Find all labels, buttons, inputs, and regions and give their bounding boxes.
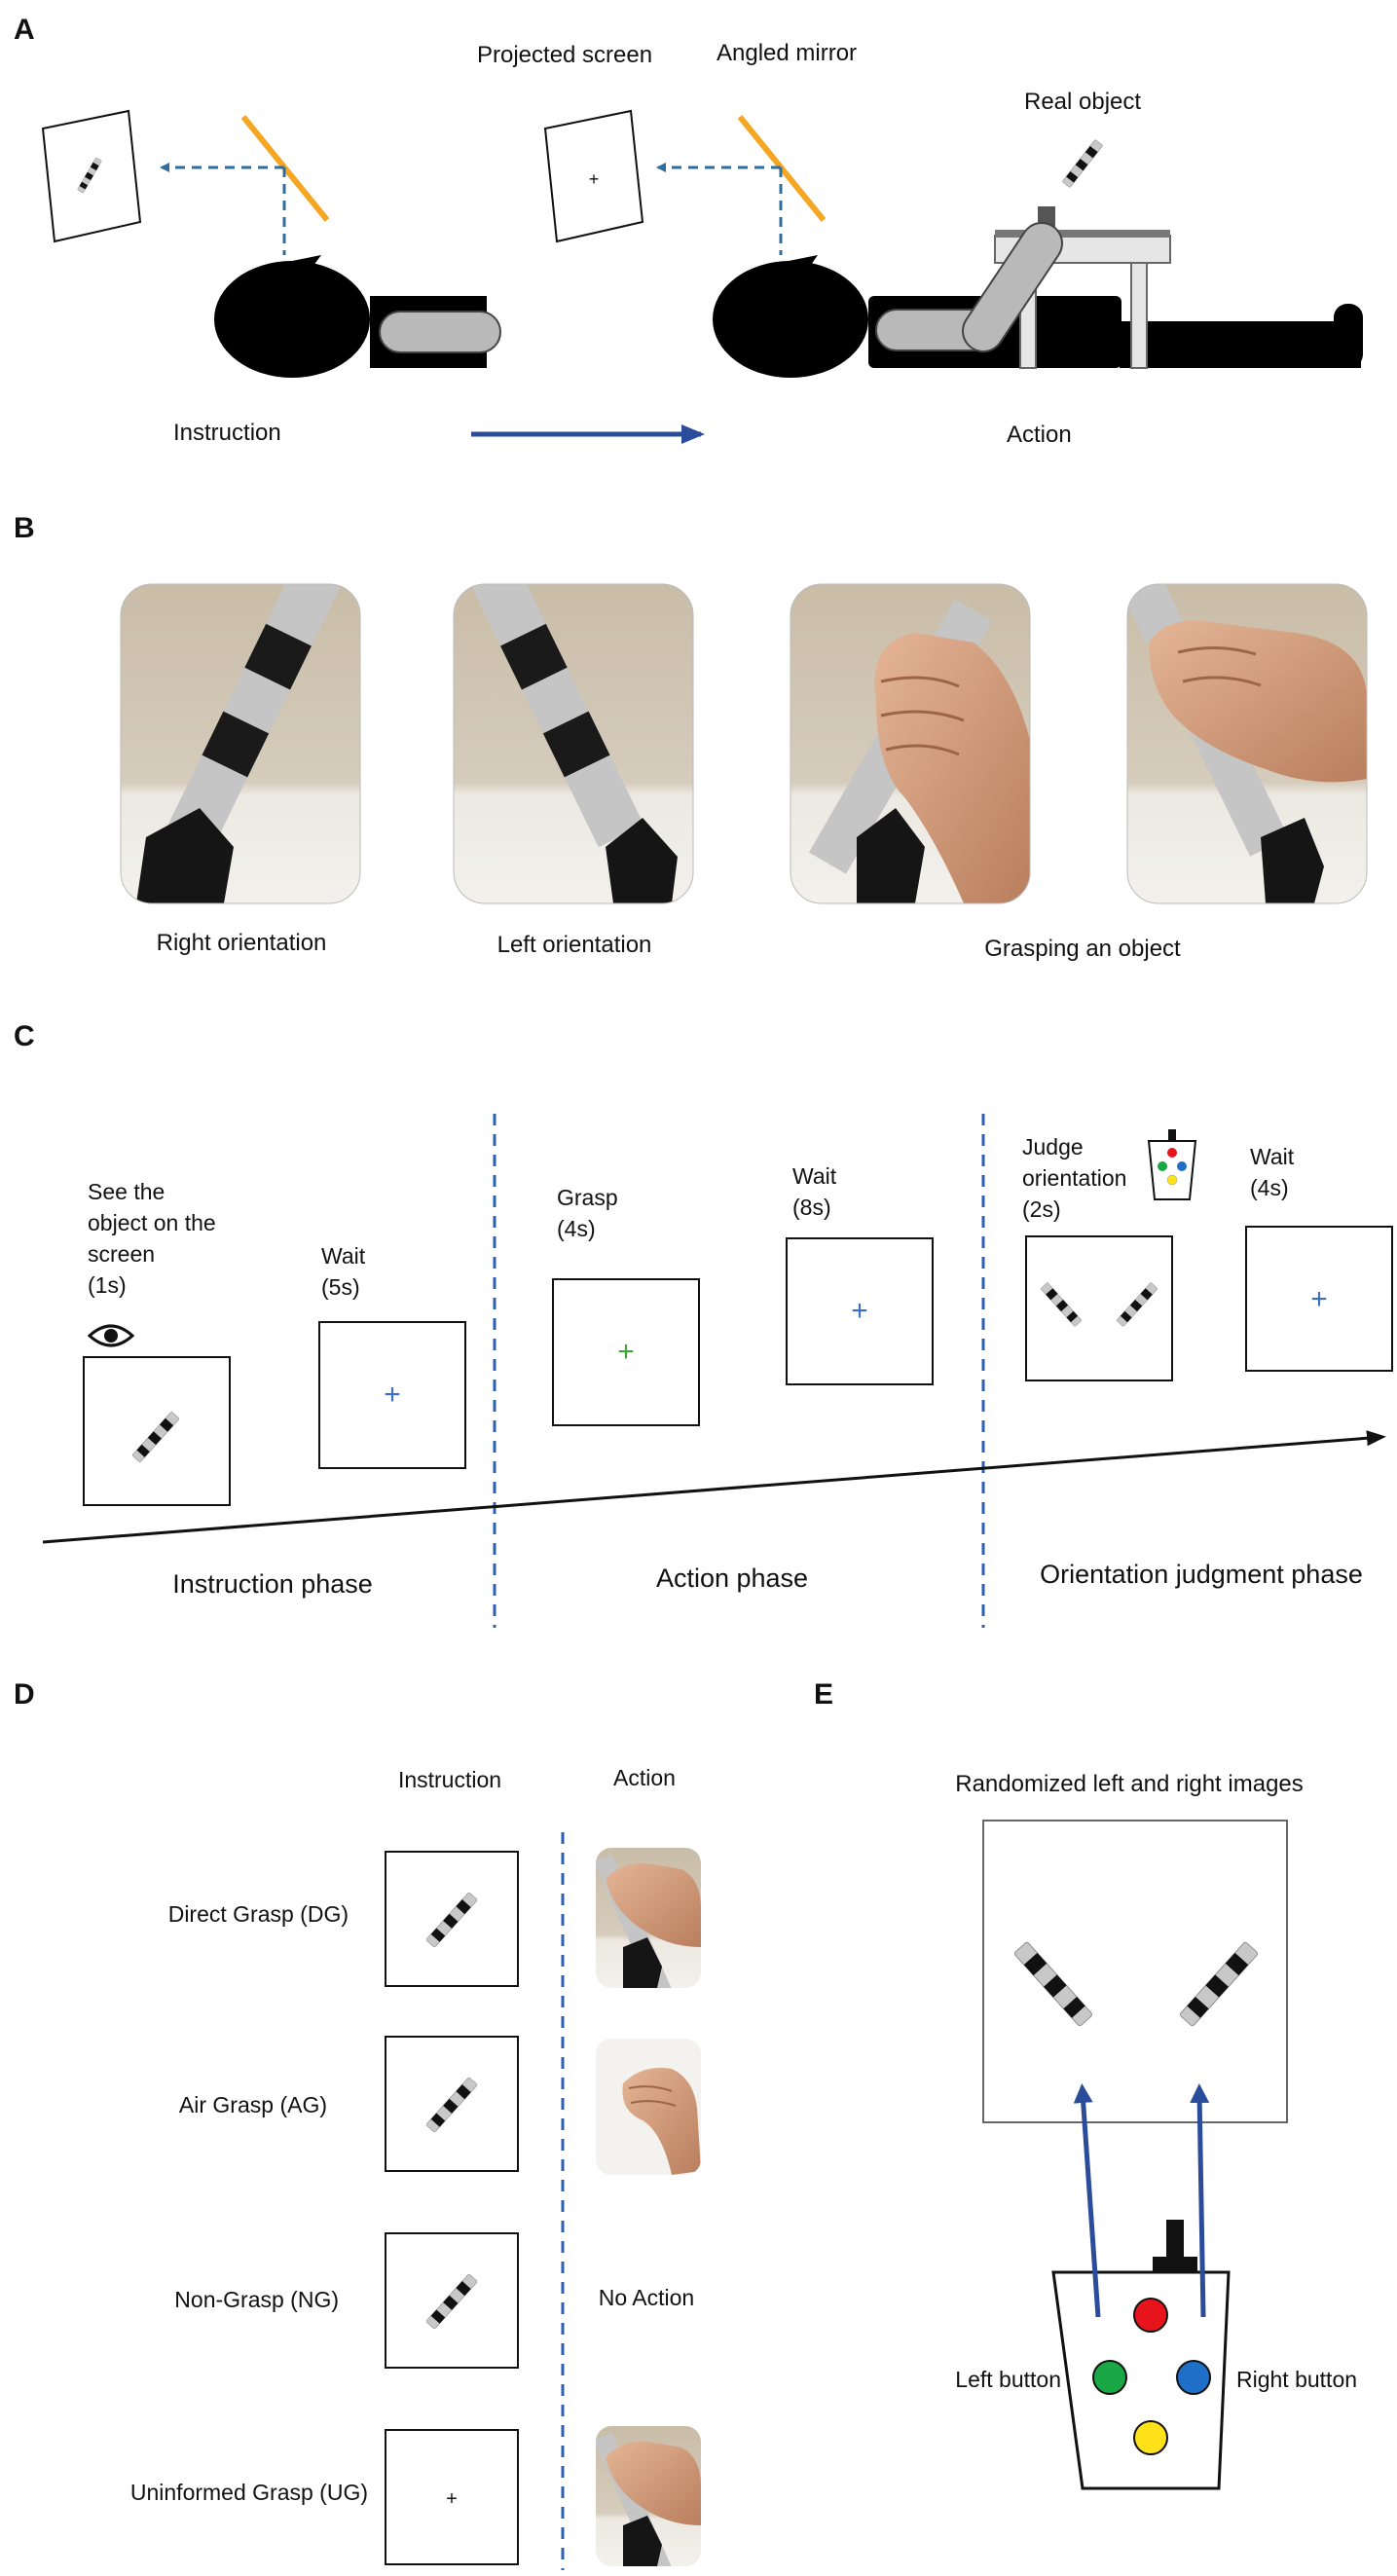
eye-icon: [87, 1324, 135, 1347]
photo-grasp-right: [790, 584, 1030, 903]
wait1-text-1: Wait: [321, 1243, 366, 1269]
arrow-right-button: [1190, 2083, 1210, 2318]
judge-text-3: (2s): [1022, 1196, 1061, 1222]
projected-screen-right: [543, 109, 644, 243]
label-grasping: Grasping an object: [984, 936, 1181, 962]
label-instruction: Instruction: [173, 420, 281, 446]
col-instruction: Instruction: [398, 1767, 501, 1792]
panel-label-a: A: [14, 14, 35, 46]
label-action: Action: [1007, 422, 1072, 448]
ug-fixation: +: [446, 2488, 458, 2510]
label-right-orientation: Right orientation: [157, 930, 327, 956]
timeline-arrow: [42, 1430, 1386, 1544]
phase-orientation: Orientation judgment phase: [1040, 1560, 1363, 1589]
ug-action-photo: [596, 2426, 701, 2566]
e-title: Randomized left and right images: [955, 1771, 1304, 1797]
panel-label-d: D: [14, 1678, 35, 1711]
fixation-wait1: +: [384, 1379, 401, 1411]
photo-right-orientation: [121, 584, 360, 903]
photo-left-orientation: [454, 584, 693, 903]
label-projected-screen: Projected screen: [477, 42, 652, 68]
setup-action: +: [543, 109, 1363, 378]
photo-grasp-left: [1127, 584, 1367, 903]
phase-action: Action phase: [656, 1564, 808, 1593]
ag-action-photo: [596, 2039, 701, 2175]
arrow-left-button: [1073, 2083, 1101, 2318]
row-label-ag: Air Grasp (AG): [179, 2092, 327, 2117]
svg-text:+: +: [589, 169, 600, 189]
wait3-text-1: Wait: [1250, 1144, 1295, 1169]
row-label-ng: Non-Grasp (NG): [174, 2287, 339, 2312]
right-button: [1176, 2360, 1211, 2395]
wait1-text-2: (5s): [321, 1274, 360, 1300]
screen-grasp: [552, 1278, 700, 1426]
red-button: [1133, 2298, 1168, 2333]
panel-label-e: E: [814, 1678, 833, 1711]
see-object-text-4: (1s): [88, 1272, 127, 1298]
label-right-button: Right button: [1236, 2367, 1357, 2392]
grasp-text-2: (4s): [557, 1216, 596, 1241]
label-left-orientation: Left orientation: [497, 932, 652, 958]
phase-instruction: Instruction phase: [172, 1569, 373, 1599]
screen-wait3: [1245, 1226, 1393, 1372]
screen-judge: [1025, 1235, 1173, 1381]
col-action: Action: [613, 1765, 676, 1790]
response-box: [1051, 2220, 1231, 2490]
ng-no-action: No Action: [599, 2285, 694, 2310]
wait3-text-2: (4s): [1250, 1175, 1289, 1200]
panel-label-c: C: [14, 1020, 35, 1052]
fixation-wait2: +: [851, 1295, 868, 1327]
button-box-icon: [1147, 1129, 1197, 1200]
wait2-text-2: (8s): [792, 1195, 831, 1220]
grasp-text-1: Grasp: [557, 1185, 618, 1210]
see-object-text-3: screen: [88, 1241, 155, 1267]
fixation-grasp: +: [617, 1336, 635, 1368]
head-right: [713, 261, 868, 378]
arm-left: [379, 311, 501, 353]
label-angled-mirror: Angled mirror: [717, 40, 857, 66]
label-real-object: Real object: [1024, 89, 1141, 115]
wait2-text-1: Wait: [792, 1163, 837, 1189]
ug-instruction-screen: [385, 2429, 519, 2565]
screen-wait1: [318, 1321, 466, 1469]
left-button: [1092, 2360, 1127, 2395]
row-label-ug: Uninformed Grasp (UG): [130, 2480, 368, 2505]
panel-label-b: B: [14, 512, 35, 544]
fixation-wait3: +: [1310, 1283, 1328, 1315]
head-left: [214, 261, 370, 378]
see-object-text-2: object on the: [88, 1210, 216, 1235]
label-left-button: Left button: [955, 2367, 1061, 2392]
dg-action-photo: [596, 1848, 701, 1988]
screen-wait2: [786, 1237, 934, 1385]
yellow-button: [1133, 2420, 1168, 2455]
see-object-text-1: See the: [88, 1179, 165, 1204]
setup-instruction: [41, 109, 501, 378]
judge-text-1: Judge: [1022, 1134, 1084, 1159]
judge-text-2: orientation: [1022, 1165, 1126, 1191]
row-label-dg: Direct Grasp (DG): [168, 1901, 349, 1927]
